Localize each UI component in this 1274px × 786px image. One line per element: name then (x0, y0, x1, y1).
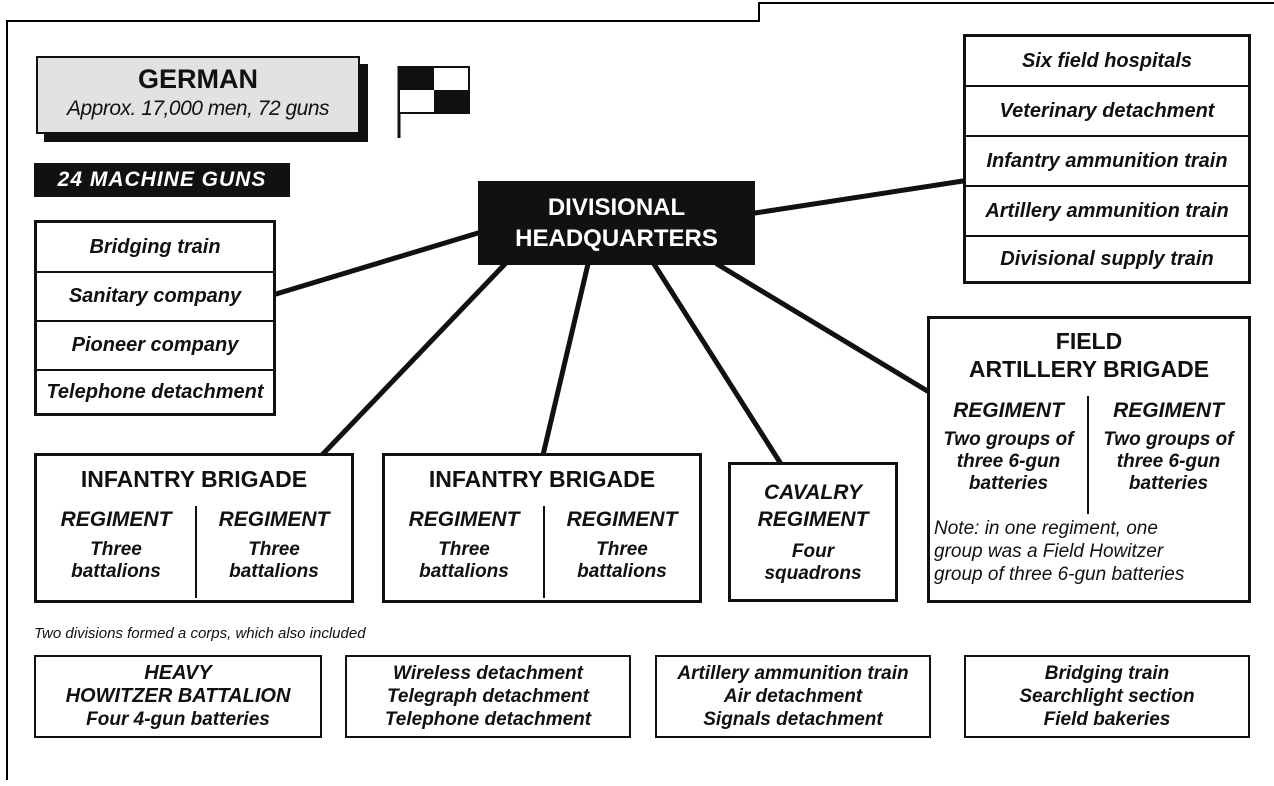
field-artillery-brigade: FIELD ARTILLERY BRIGADE REGIMENT Two gro… (927, 316, 1251, 603)
regiment-label: REGIMENT (953, 399, 1064, 422)
artillery-note-line: group of three 6-gun batteries (934, 564, 1185, 585)
regiment-label: REGIMENT (218, 508, 330, 531)
hq-title-line-2: HEADQUARTERS (515, 225, 718, 252)
german-subtitle: Approx. 17,000 men, 72 guns (66, 97, 330, 120)
corps-unit-ammunition-air-signals: Artillery ammunition train Air detachmen… (655, 655, 931, 738)
corps-unit-line: HOWITZER BATTALION (65, 685, 291, 707)
regiment-label: REGIMENT (1113, 399, 1224, 422)
german-flag-icon (397, 66, 470, 138)
regiment-label: REGIMENT (60, 508, 172, 531)
cavalry-title-line-1: CAVALRY (763, 481, 862, 504)
corps-unit-heavy-howitzer: HEAVY HOWITZER BATTALION Four 4-gun batt… (34, 655, 322, 738)
german-title: GERMAN (138, 64, 258, 94)
right-units-list: Six field hospitals Veterinary detachmen… (963, 34, 1251, 284)
right-unit-item: Veterinary detachment (966, 87, 1248, 137)
regiment-detail: three 6-gun (956, 451, 1061, 472)
artillery-note-line: Note: in one regiment, one (934, 518, 1158, 539)
regiment-detail: Two groups of (1103, 429, 1234, 450)
corps-unit-bridging-searchlight-bakeries: Bridging train Searchlight section Field… (964, 655, 1250, 738)
machine-guns-banner: 24 MACHINE GUNS (34, 163, 290, 197)
page-frame (6, 20, 1272, 780)
infantry-brigade-1: INFANTRY BRIGADE REGIMENT Three battalio… (34, 453, 354, 603)
regiment-detail: Three (596, 539, 648, 560)
link-hq-left-units (273, 230, 481, 297)
cavalry-detail: squadrons (764, 563, 862, 584)
left-unit-item: Telephone detachment (46, 380, 264, 403)
cavalry-regiment: CAVALRY REGIMENT Four squadrons (728, 462, 898, 602)
link-hq-cavalry (651, 261, 784, 467)
corps-unit-line: Telephone detachment (384, 709, 592, 730)
cavalry-detail: Four (791, 541, 835, 562)
regiment-detail: batteries (1128, 473, 1209, 494)
corps-unit-line: Wireless detachment (393, 663, 583, 684)
right-unit-item: Six field hospitals (966, 37, 1248, 87)
corps-unit-line: Bridging train (1044, 663, 1170, 684)
right-unit-item: Artillery ammunition train (966, 187, 1248, 237)
right-unit-item: Infantry ammunition train (966, 137, 1248, 187)
regiment-detail: three 6-gun (1116, 451, 1221, 472)
brigade-title: INFANTRY BRIGADE (428, 466, 656, 492)
corps-note: Two divisions formed a corps, which also… (34, 625, 366, 642)
corps-unit-line: Signals detachment (703, 709, 883, 730)
divisional-hq-box: DIVISIONAL HEADQUARTERS (478, 181, 755, 265)
artillery-note: Note: in one regiment, one group was a F… (934, 517, 1184, 586)
artillery-title-line-2: ARTILLERY BRIGADE (968, 356, 1210, 382)
link-hq-brigade-1 (319, 261, 508, 458)
link-hq-artillery (714, 261, 932, 395)
machine-guns-text: 24 MACHINE GUNS (57, 168, 267, 191)
artillery-note-line: group was a Field Howitzer (934, 541, 1164, 562)
left-unit-item: Bridging train (37, 223, 273, 273)
german-title-box: GERMAN Approx. 17,000 men, 72 guns (36, 56, 368, 142)
brigade-title: INFANTRY BRIGADE (80, 466, 308, 492)
right-unit-item: Divisional supply train (1000, 247, 1214, 270)
link-hq-right-units (752, 178, 966, 216)
link-hq-brigade-2 (540, 261, 591, 458)
regiment-label: REGIMENT (408, 508, 520, 531)
hq-title-line-1: DIVISIONAL (547, 194, 686, 221)
regiment-detail: Three (90, 539, 142, 560)
corps-unit-line: Artillery ammunition train (677, 663, 909, 684)
corps-unit-communications: Wireless detachment Telegraph detachment… (345, 655, 631, 738)
corps-unit-line: Air detachment (723, 686, 863, 707)
corps-unit-line: Telegraph detachment (386, 686, 589, 707)
regiment-detail: battalions (71, 561, 161, 582)
infantry-brigade-2: INFANTRY BRIGADE REGIMENT Three battalio… (382, 453, 702, 603)
corps-unit-line: Four 4-gun batteries (86, 709, 270, 730)
artillery-title-line-1: FIELD (1055, 328, 1123, 354)
regiment-detail: battalions (229, 561, 319, 582)
regiment-label: REGIMENT (566, 508, 678, 531)
corps-unit-line: HEAVY (144, 662, 212, 684)
regiment-detail: Three (438, 539, 490, 560)
regiment-detail: Two groups of (943, 429, 1074, 450)
cavalry-title-line-2: REGIMENT (757, 508, 869, 531)
left-unit-item: Sanitary company (37, 273, 273, 322)
left-units-list: Bridging train Sanitary company Pioneer … (34, 220, 276, 416)
regiment-detail: battalions (577, 561, 667, 582)
corps-unit-line: Searchlight section (1019, 686, 1195, 707)
corps-unit-line: Field bakeries (1043, 709, 1171, 730)
regiment-detail: battalions (419, 561, 509, 582)
page-frame-notch (758, 2, 1274, 22)
regiment-detail: batteries (968, 473, 1049, 494)
regiment-detail: Three (248, 539, 300, 560)
left-unit-item: Pioneer company (37, 322, 273, 371)
